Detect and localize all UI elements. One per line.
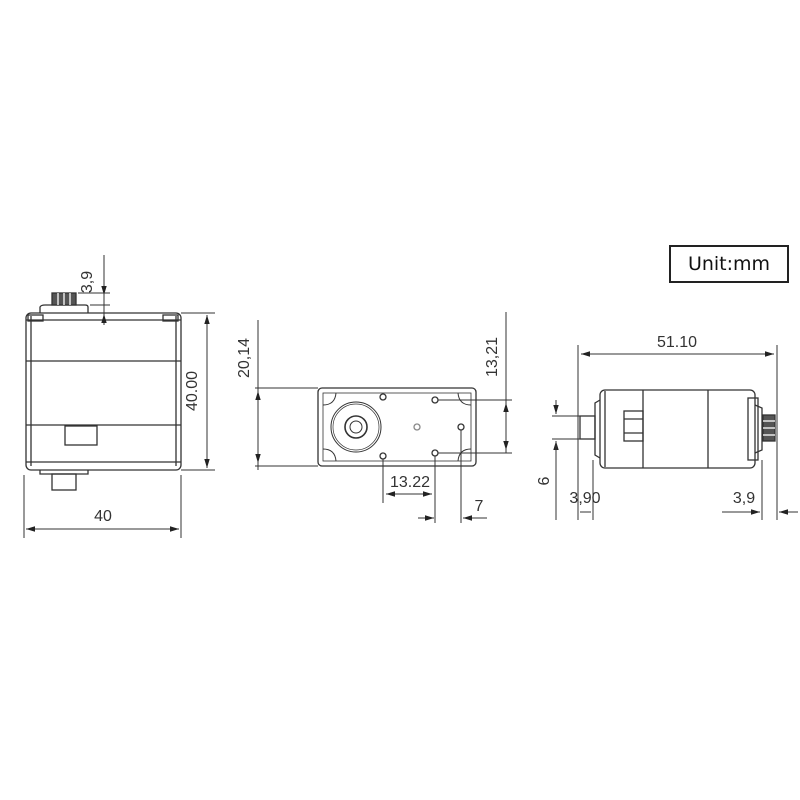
connector-tab: [64, 425, 98, 446]
front-width-label: 40: [94, 508, 112, 525]
bottom-bearing: [51, 473, 77, 491]
center-screw: [413, 423, 421, 431]
top-body: [317, 387, 477, 467]
hole-spacing-horizontal-label: 13.22: [390, 474, 430, 491]
side-dimensions: [552, 345, 798, 520]
mount-hole: [457, 423, 465, 431]
top-height-label: 20,14: [236, 338, 253, 378]
top-dimensions: [255, 312, 512, 523]
mount-hole: [431, 449, 439, 457]
gear-length-label: 3,9: [733, 490, 755, 507]
unit-label: Unit:mm: [669, 245, 789, 283]
side-view: [579, 389, 776, 469]
gear-height-label: 3,9: [79, 271, 96, 293]
front-body: [25, 312, 182, 471]
front-view: [25, 292, 182, 491]
mount-hole: [379, 452, 387, 460]
side-length-label: 51.10: [657, 334, 697, 351]
side-shaft: [579, 415, 596, 440]
side-connector: [623, 410, 644, 442]
shaft-height-label: 6: [536, 476, 553, 485]
front-dimensions: [23, 255, 215, 538]
hole-spacing-vertical-label: 13,21: [484, 337, 501, 377]
mount-hole: [431, 396, 439, 404]
side-body: [599, 389, 756, 469]
mount-hole: [379, 393, 387, 401]
shaft-length-label: 3,90: [569, 490, 600, 507]
output-spline-outer: [330, 401, 382, 453]
edge-offset-label: 7: [475, 498, 484, 515]
front-height-label: 40.00: [184, 371, 201, 411]
